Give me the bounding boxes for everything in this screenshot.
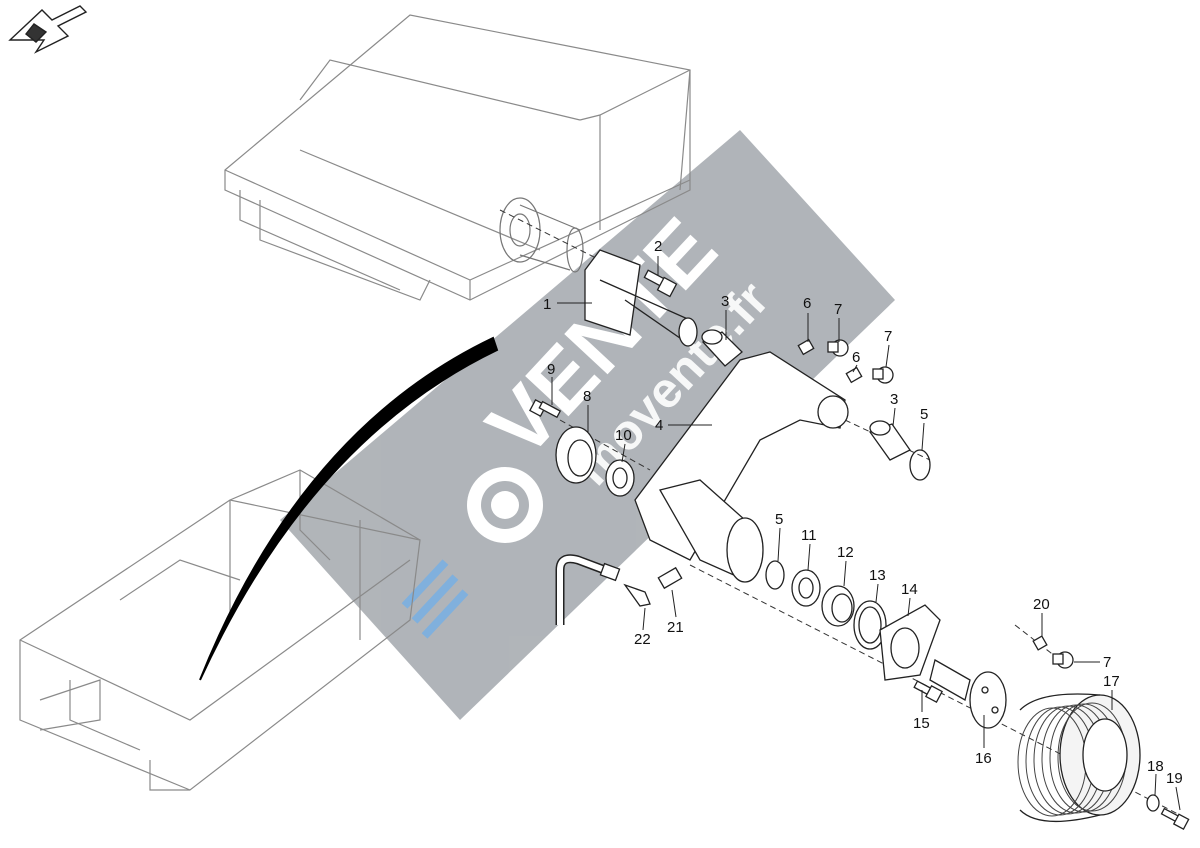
part-21-fitting[interactable]	[657, 566, 683, 590]
part-17-pulley[interactable]	[1017, 693, 1141, 823]
part-2-bolt[interactable]	[643, 269, 678, 298]
part-6-grease-nipple-b[interactable]	[845, 366, 863, 384]
callout-12[interactable]: 12	[837, 544, 854, 561]
callout-5-lower[interactable]: 5	[775, 511, 783, 528]
callout-7-a[interactable]: 7	[834, 301, 842, 318]
part-15-bolt[interactable]	[913, 680, 943, 703]
callout-4[interactable]: 4	[655, 417, 663, 434]
part-3-bushing-upper[interactable]	[701, 329, 743, 367]
callout-labels: 1 2 3 4 6 7 6 7 3 5 9 8 10 5 11 12 13 14…	[543, 238, 1183, 787]
part-19-bolt[interactable]	[1160, 807, 1190, 830]
callout-3-upper[interactable]: 3	[721, 293, 729, 310]
callout-7-b[interactable]: 7	[884, 328, 892, 345]
callout-18[interactable]: 18	[1147, 758, 1164, 775]
part-18-washer[interactable]	[1146, 794, 1160, 812]
part-22-elbow-hose[interactable]	[555, 554, 651, 625]
callout-17[interactable]: 17	[1103, 673, 1120, 690]
part-8-flange[interactable]	[555, 426, 597, 484]
part-5-circlip-lower[interactable]	[765, 560, 785, 590]
part-20-grease-nipple[interactable]	[1032, 635, 1048, 651]
callout-20[interactable]: 20	[1033, 596, 1050, 613]
part-1-mounting-plate[interactable]	[584, 249, 698, 347]
callout-5-upper[interactable]: 5	[920, 406, 928, 423]
callout-14[interactable]: 14	[901, 581, 918, 598]
part-3-bushing-lower[interactable]	[868, 420, 911, 461]
upper-frame	[224, 14, 691, 301]
callout-19[interactable]: 19	[1166, 770, 1183, 787]
callout-1[interactable]: 1	[543, 296, 551, 313]
part-5-circlip-upper[interactable]	[909, 449, 931, 481]
part-4-swing-arm[interactable]	[634, 351, 849, 583]
callout-8[interactable]: 8	[583, 388, 591, 405]
callout-13[interactable]: 13	[869, 567, 886, 584]
callout-11[interactable]: 11	[801, 527, 817, 544]
part-9-bolt[interactable]	[529, 399, 562, 419]
part-14-flange-housing[interactable]	[879, 604, 941, 681]
callout-2[interactable]: 2	[654, 238, 662, 255]
back-arrow-icon[interactable]	[8, 5, 88, 54]
callout-10[interactable]: 10	[615, 427, 632, 444]
callout-6-b[interactable]: 6	[852, 349, 860, 366]
part-7-clip-b[interactable]	[872, 366, 894, 384]
part-13-seal[interactable]	[853, 600, 887, 650]
part-6-grease-nipple-a[interactable]	[797, 338, 815, 356]
callout-16[interactable]: 16	[975, 750, 992, 767]
lower-frame	[19, 469, 421, 791]
part-12-spacer-ring[interactable]	[821, 585, 855, 627]
callout-9[interactable]: 9	[547, 361, 555, 378]
callout-15[interactable]: 15	[913, 715, 930, 732]
leader-lines	[551, 256, 1181, 811]
part-16-hub-shaft[interactable]	[929, 659, 1007, 729]
callout-3-lower[interactable]: 3	[890, 391, 898, 408]
callout-6-a[interactable]: 6	[803, 295, 811, 312]
part-7-clip-c[interactable]	[1052, 651, 1074, 669]
part-10-bearing[interactable]	[605, 459, 635, 497]
part-11-bearing[interactable]	[791, 569, 821, 607]
part-7-clip-a[interactable]	[827, 339, 849, 357]
callout-21[interactable]: 21	[667, 619, 684, 636]
watermark-logo-dot	[491, 491, 519, 519]
assembly-arrow	[199, 336, 499, 681]
callout-7-c[interactable]: 7	[1103, 654, 1111, 671]
callout-22[interactable]: 22	[634, 631, 651, 648]
